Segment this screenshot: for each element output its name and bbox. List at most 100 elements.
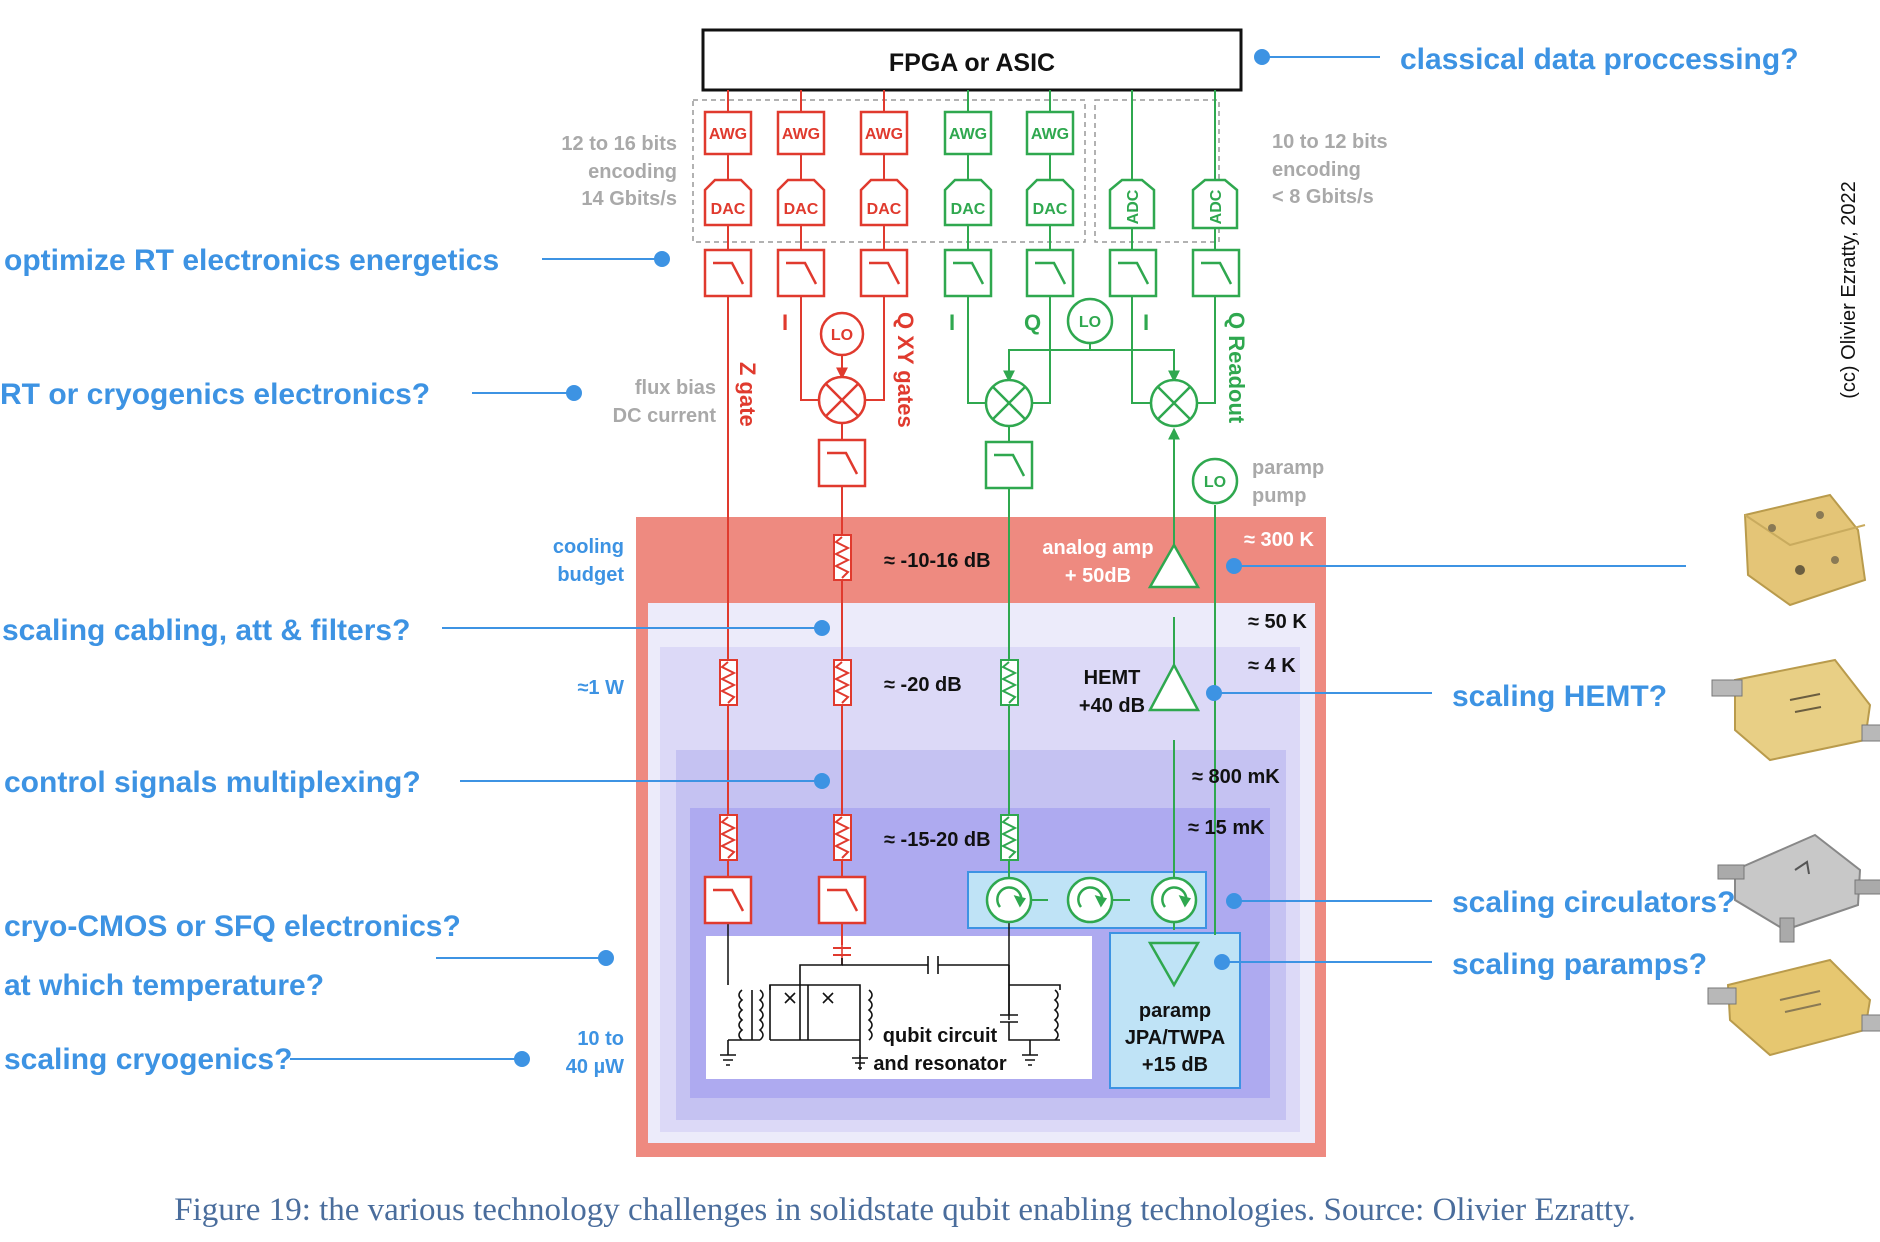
- flux-2: DC current: [613, 405, 717, 427]
- dac-xy-i: DAC: [776, 178, 826, 227]
- awg-xy-q: AWG: [859, 110, 909, 156]
- ten-to-2: 40 µW: [566, 1056, 624, 1078]
- qubit-label-1: qubit circuit: [883, 1025, 998, 1047]
- q-circulators: scaling circulators?: [1452, 886, 1735, 919]
- lo-readout: LO: [1066, 297, 1114, 345]
- q-hemt: scaling HEMT?: [1452, 680, 1667, 713]
- analog-amp-label-2: + 50dB: [1065, 565, 1131, 587]
- q-multiplexing: control signals multiplexing?: [4, 766, 421, 799]
- svg-text:LO: LO: [1204, 474, 1226, 491]
- att-4k-ro: [1000, 659, 1019, 706]
- photo-hemt: [1711, 658, 1880, 762]
- pump-1: paramp: [1252, 457, 1324, 479]
- q-cabling: scaling cabling, att & filters?: [2, 614, 410, 647]
- enc-left-3: 14 Gbits/s: [581, 188, 677, 210]
- filters-top: [703, 248, 1241, 925]
- product-photos: [1707, 493, 1880, 1057]
- att-4k-xy: [833, 659, 852, 706]
- svg-text:DAC: DAC: [951, 201, 986, 218]
- svg-text:DAC: DAC: [867, 201, 902, 218]
- svg-text:DAC: DAC: [711, 201, 746, 218]
- qubit-label-2: and resonator: [873, 1053, 1007, 1075]
- filter-xy-q: [859, 248, 909, 298]
- circulator-2: [1066, 876, 1114, 924]
- label-i-xy: I: [782, 310, 788, 335]
- att-15mk-xy: [833, 814, 852, 861]
- signal-lines: [727, 90, 1216, 1020]
- stage-label-50k: ≈ 50 K: [1248, 611, 1307, 633]
- copyright: (cc) Olivier Ezratty, 2022: [1838, 181, 1860, 398]
- filter-ro-i: [943, 248, 993, 298]
- adc-blocks: ADC ADC: [1108, 178, 1239, 230]
- att-300k-xy: [833, 534, 852, 581]
- dac-ro-i: DAC: [943, 178, 993, 227]
- svg-text:AWG: AWG: [865, 126, 903, 143]
- q-classical: classical data proccessing?: [1400, 43, 1799, 76]
- circulator-3: [1150, 876, 1198, 924]
- paramp-label-2: JPA/TWPA: [1125, 1027, 1225, 1049]
- fpga-label: FPGA or ASIC: [889, 49, 1055, 77]
- enc-left-2: encoding: [588, 161, 677, 183]
- adc-i: ADC: [1108, 178, 1156, 230]
- mixer-readout: [1149, 378, 1199, 428]
- svg-text:LO: LO: [831, 327, 853, 344]
- circulators: [985, 876, 1198, 924]
- awg-ro-i: AWG: [943, 110, 993, 156]
- awg-ro-q: AWG: [1025, 110, 1075, 156]
- mixer-drive: [984, 378, 1034, 428]
- att-value-1: ≈ -10-16 dB: [884, 550, 991, 572]
- hemt-label-1: HEMT: [1084, 667, 1141, 689]
- paramp-label-3: +15 dB: [1142, 1054, 1208, 1076]
- adc-group: [1094, 99, 1220, 243]
- stage-label-800mk: ≈ 800 mK: [1192, 766, 1280, 788]
- att-value-3: ≈ -15-20 dB: [884, 829, 991, 851]
- lo-paramp-pump: LO: [1191, 457, 1239, 505]
- filter-xy-i: [776, 248, 826, 298]
- photo-paramp: [1707, 958, 1880, 1057]
- svg-text:AWG: AWG: [782, 126, 820, 143]
- enc-left-1: 12 to 16 bits: [561, 133, 677, 155]
- stage-label-4k: ≈ 4 K: [1248, 655, 1296, 677]
- svg-text:AWG: AWG: [949, 126, 987, 143]
- lo-xy: LO: [819, 311, 865, 357]
- dac-blocks: DAC DAC DAC DAC DAC: [703, 178, 1075, 227]
- q-rt-energetics: optimize RT electronics energetics: [4, 244, 499, 277]
- dac-xy-q: DAC: [859, 178, 909, 227]
- callouts: [290, 49, 1686, 1067]
- enc-right-2: encoding: [1272, 159, 1361, 181]
- svg-text:DAC: DAC: [1033, 201, 1068, 218]
- ten-to-1: 10 to: [577, 1028, 624, 1050]
- label-readout: Q Readout: [1224, 312, 1249, 424]
- att-15mk-z: [719, 814, 738, 861]
- dac-z: DAC: [703, 178, 753, 227]
- svg-text:ADC: ADC: [1208, 189, 1225, 224]
- hemt-amp-icon: [1147, 662, 1201, 712]
- svg-text:LO: LO: [1079, 314, 1101, 331]
- cooling-1: cooling: [553, 536, 624, 558]
- q-cryo-cmos: cryo-CMOS or SFQ electronics?: [4, 910, 461, 943]
- fpga-box: [701, 28, 1243, 92]
- adc-q: ADC: [1191, 178, 1239, 230]
- filter-z: [703, 248, 753, 298]
- label-i-adc: I: [1143, 310, 1149, 335]
- filter-ro-q: [1025, 248, 1075, 298]
- photo-waveguide-amp: [1743, 493, 1867, 607]
- filter-ro-post-mixer: [984, 440, 1034, 490]
- enc-right-3: < 8 Gbits/s: [1272, 186, 1374, 208]
- awg-xy-i: AWG: [776, 110, 826, 156]
- analog-amp-label-1: analog amp: [1042, 537, 1153, 559]
- q-cryogenics: scaling cryogenics?: [4, 1043, 292, 1076]
- awg-z: AWG: [703, 110, 753, 156]
- q-rt-or-cryo: RT or cryogenics electronics?: [0, 378, 430, 411]
- stage-label-15mk: ≈ 15 mK: [1188, 817, 1265, 839]
- analog-amp-icon: [1147, 542, 1201, 589]
- pump-2: pump: [1252, 485, 1306, 507]
- svg-text:ADC: ADC: [1125, 189, 1142, 224]
- svg-text:DAC: DAC: [784, 201, 819, 218]
- filter-xy-post-mixer: [817, 438, 867, 488]
- filter-xy-cold: [817, 875, 867, 925]
- amplifiers: [1147, 542, 1201, 988]
- label-q-ro: Q: [1024, 310, 1041, 335]
- paramp-amp-icon: [1147, 941, 1201, 988]
